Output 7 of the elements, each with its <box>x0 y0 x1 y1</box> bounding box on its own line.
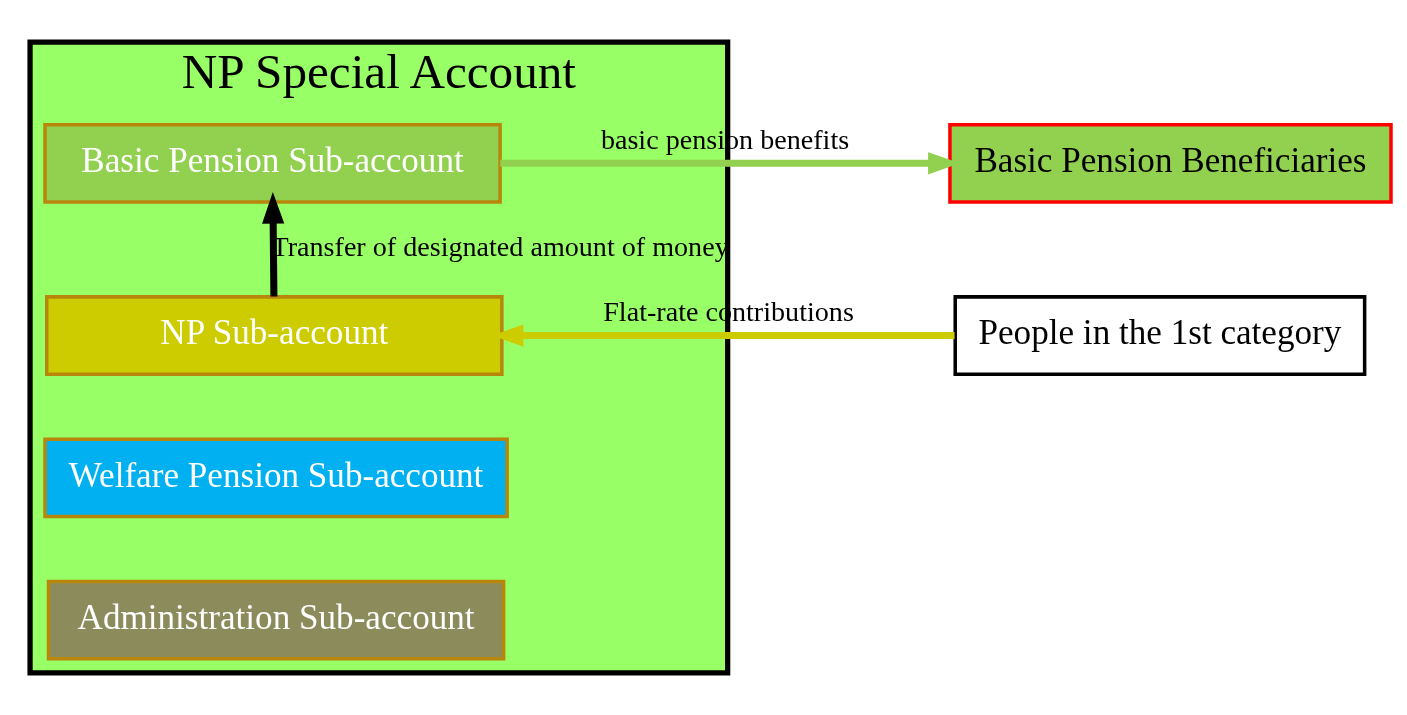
node-box: People in the 1st category <box>953 295 1367 376</box>
node-box: Welfare Pension Sub-account <box>43 437 509 519</box>
node-box: Basic Pension Beneficiaries <box>948 122 1393 204</box>
arrow <box>262 191 285 297</box>
node-box: Administration Sub-account <box>46 579 506 661</box>
node-box: Basic Pension Sub-account <box>43 122 502 204</box>
node-box: NP Sub-account <box>45 295 504 376</box>
